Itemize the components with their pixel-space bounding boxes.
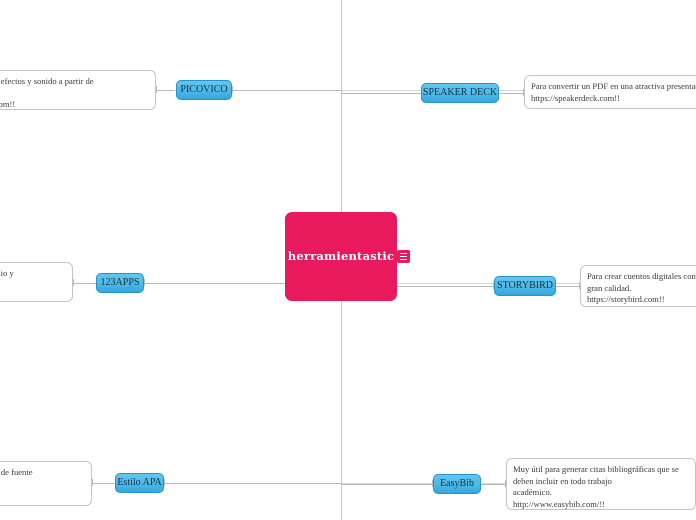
note-estilo-apa[interactable]: ualquier tipo de fuente opular en com/es…	[0, 461, 92, 506]
connector-tick-storybird-note	[579, 282, 580, 289]
note-picovico-text: ear videos con efectos y sonido a partir…	[0, 76, 94, 109]
connector-tick-easybib-root	[432, 480, 433, 487]
branch-node-easybib[interactable]: EasyBib	[433, 474, 481, 494]
branch-node-estilo-apa[interactable]: Estilo APA	[115, 473, 164, 493]
branch-label-speaker-deck: SPEAKER DECK	[422, 87, 498, 98]
connector-speakerdeck-note	[499, 93, 524, 94]
branch-node-123apps[interactable]: 123APPS	[96, 273, 144, 293]
branch-label-123apps: 123APPS	[100, 277, 140, 288]
connector-123apps-root	[144, 283, 285, 284]
connector-tick-123apps-note	[73, 279, 74, 286]
branch-label-storybird: STORYBIRD	[497, 280, 553, 291]
note-123apps-text: rtir y grabar audio y	[0, 268, 14, 278]
connector-estiloapa-note	[92, 483, 114, 484]
connector-picovico-root	[232, 90, 342, 91]
note-easybib[interactable]: Muy útil para generar citas bibliográfic…	[506, 458, 696, 510]
branch-label-easybib: EasyBib	[440, 478, 474, 489]
root-node[interactable]: herramientastic	[285, 212, 397, 301]
connector-tick-estiloapa-root	[164, 479, 165, 486]
connector-tick-picovico-root	[232, 86, 233, 93]
connector-easybib-note	[481, 484, 506, 485]
guide-line-horizontal-bottom	[0, 483, 696, 484]
branch-node-picovico[interactable]: PICOVICO	[176, 80, 232, 100]
connector-tick-picovico-note	[156, 86, 157, 93]
connector-storybird-note	[556, 286, 580, 287]
note-123apps[interactable]: rtir y grabar audio y	[0, 262, 73, 302]
connector-speakerdeck-root	[341, 93, 421, 94]
branch-node-storybird[interactable]: STORYBIRD	[494, 276, 556, 296]
list-icon[interactable]	[397, 250, 410, 263]
connector-tick-speakerdeck-note	[523, 89, 524, 96]
connector-tick-storybird-root	[493, 282, 494, 289]
list-icon-line	[400, 253, 407, 254]
note-picovico[interactable]: ear videos con efectos y sonido a partir…	[0, 70, 156, 110]
branch-label-picovico: PICOVICO	[180, 84, 228, 95]
root-node-label: herramientastic	[287, 248, 395, 263]
connector-tick-estiloapa-note	[92, 479, 93, 486]
note-estilo-apa-text: ualquier tipo de fuente opular en com/es…	[0, 467, 33, 477]
connector-tick-easybib-note	[505, 480, 506, 487]
connector-picovico-note	[156, 90, 174, 91]
connector-estiloapa-root	[164, 483, 342, 484]
note-speaker-deck-text: Para convertir un PDF en una atractiva p…	[531, 81, 696, 103]
list-icon-line	[400, 256, 407, 257]
note-speaker-deck[interactable]: Para convertir un PDF en una atractiva p…	[524, 75, 696, 109]
branch-label-estilo-apa: Estilo APA	[117, 477, 162, 488]
list-icon-line	[400, 259, 407, 260]
note-easybib-text: Muy útil para generar citas bibliográfic…	[513, 464, 679, 509]
note-storybird-text: Para crear cuentos digitales con il gran…	[587, 271, 696, 304]
branch-node-speaker-deck[interactable]: SPEAKER DECK	[421, 83, 499, 103]
connector-tick-123apps-root	[144, 279, 145, 286]
guide-line-horizontal-top	[0, 90, 696, 91]
note-storybird[interactable]: Para crear cuentos digitales con il gran…	[580, 265, 696, 307]
connector-easybib-root	[341, 484, 433, 485]
connector-123apps-note	[73, 283, 97, 284]
connector-storybird-root	[397, 286, 493, 287]
